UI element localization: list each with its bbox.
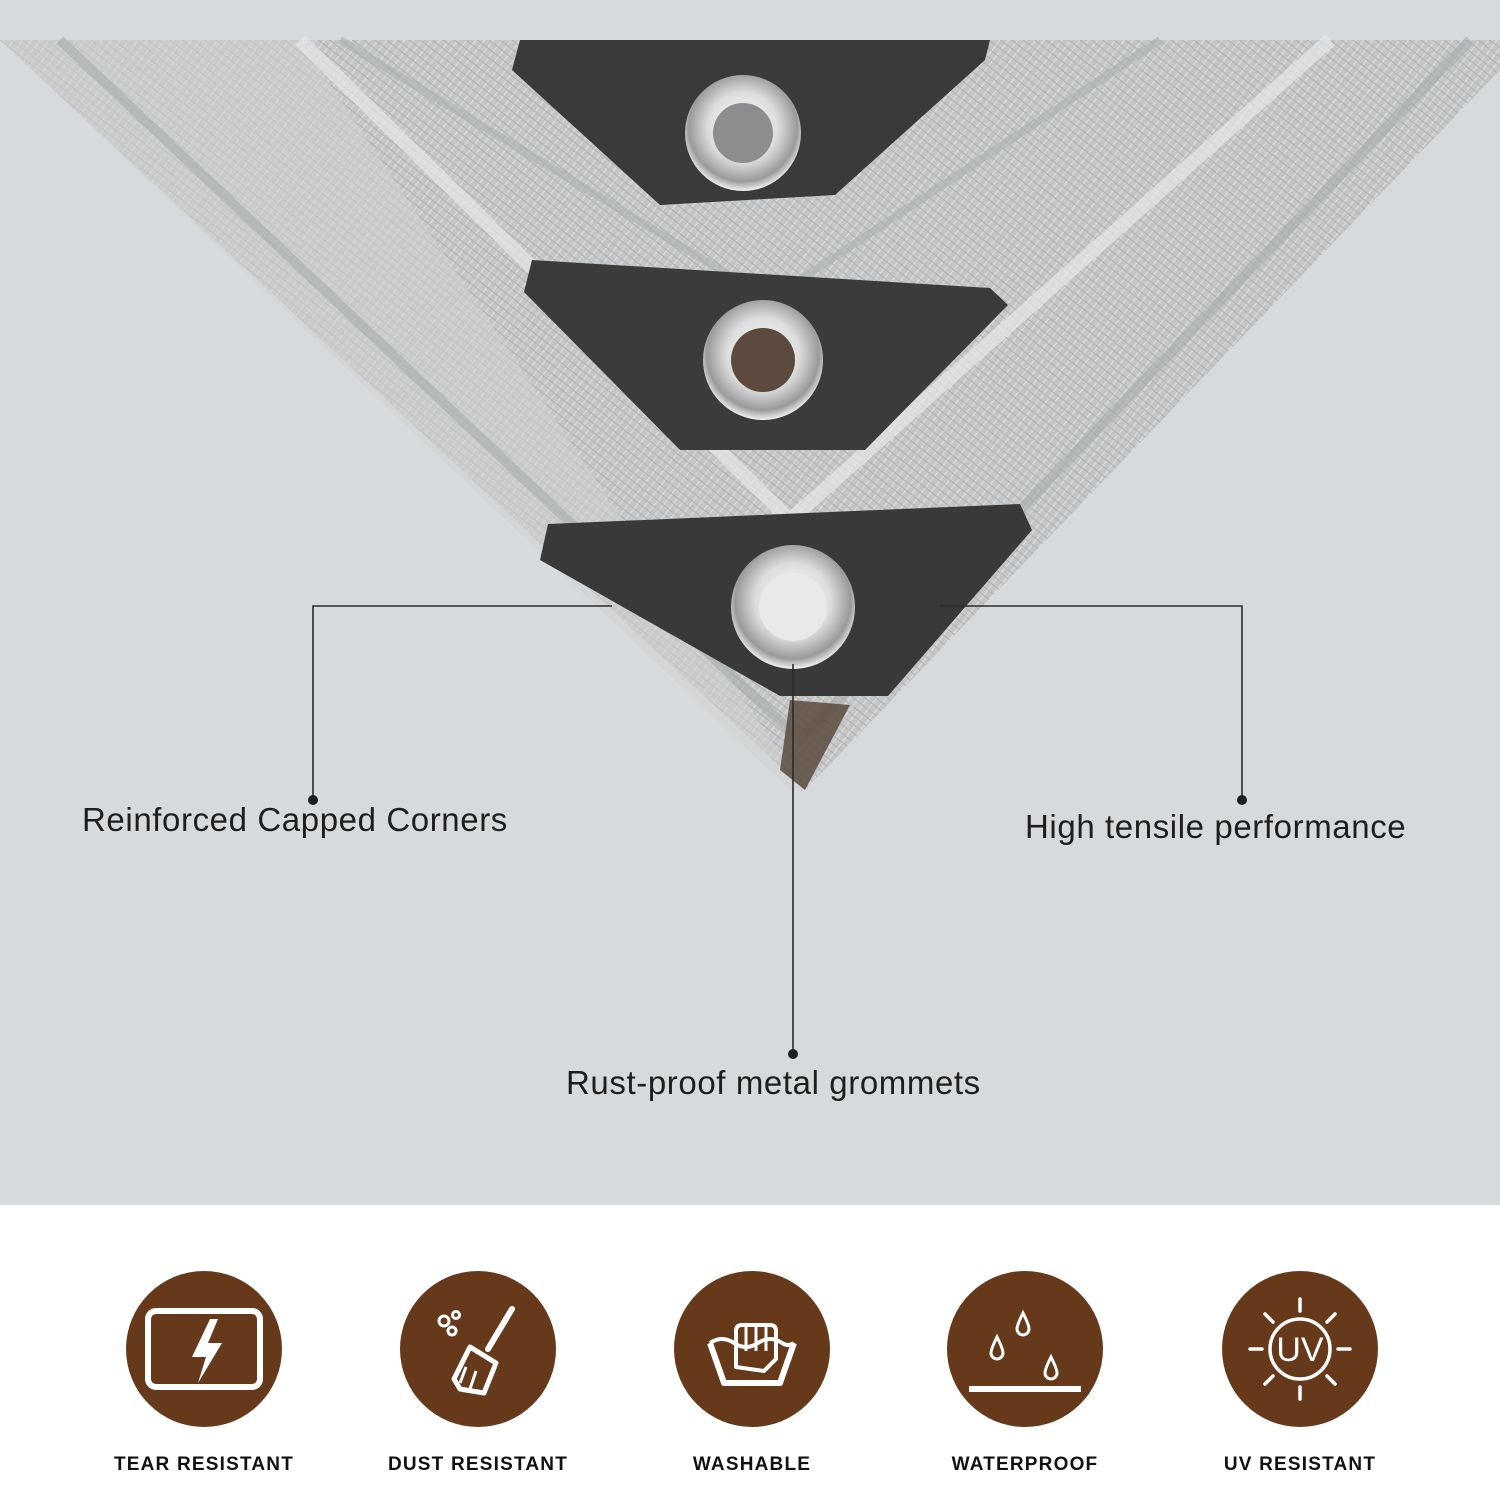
callout-label-grommets: Rust-proof metal grommets: [566, 1064, 981, 1101]
feature-badge: [400, 1271, 556, 1427]
feature-label: DUST RESISTANT: [387, 1454, 569, 1475]
callout-dot: [1237, 795, 1247, 805]
feature-label: UV RESISTANT: [1223, 1454, 1377, 1475]
feature-label: TEAR RESISTANT: [113, 1454, 295, 1475]
tarp-edge-left: [0, 40, 805, 790]
hand-wash-basin-icon: [707, 1323, 797, 1386]
feature-badge: [126, 1271, 282, 1427]
callout-leader-tensile: [940, 605, 1243, 797]
feature-label: WASHABLE: [692, 1454, 812, 1475]
feature-badge: UV: [1222, 1271, 1378, 1427]
callout-dot: [788, 1049, 798, 1059]
callout-label-corners: Reinforced Capped Corners: [82, 801, 508, 838]
callout-leader-corners: [312, 605, 612, 798]
sun-uv-icon: UV: [1248, 1297, 1352, 1401]
feature-strip: TEAR RESISTANT DUST RESISTANT: [0, 1205, 1500, 1500]
feature-uv-resistant: UV UV RESISTANT: [1175, 1271, 1425, 1476]
callout-dot: [308, 795, 318, 805]
feature-badge: [947, 1271, 1103, 1427]
feature-badge: [674, 1271, 830, 1427]
torn-sheet-lightning-icon: [145, 1308, 263, 1390]
callout-label-tensile: High tensile performance: [1025, 808, 1407, 845]
feature-waterproof: WATERPROOF: [900, 1271, 1150, 1476]
feature-label: WATERPROOF: [951, 1454, 1099, 1475]
tarp-corner-scene: Reinforced Capped Corners High tensile p…: [0, 0, 1500, 1205]
feature-dust-resistant: DUST RESISTANT: [353, 1271, 603, 1476]
tarp-corner-illustration: [0, 34, 1500, 1059]
uv-icon-text: UV: [1276, 1331, 1324, 1369]
water-drops-surface-icon: [969, 1309, 1081, 1392]
grommet: [703, 300, 823, 420]
grommet: [685, 75, 801, 191]
feature-washable: WASHABLE: [627, 1271, 877, 1476]
feature-tear-resistant: TEAR RESISTANT: [79, 1271, 329, 1476]
grommet: [731, 545, 855, 669]
broom-bubbles-icon: [437, 1306, 515, 1396]
tarp-tip: [780, 700, 850, 790]
